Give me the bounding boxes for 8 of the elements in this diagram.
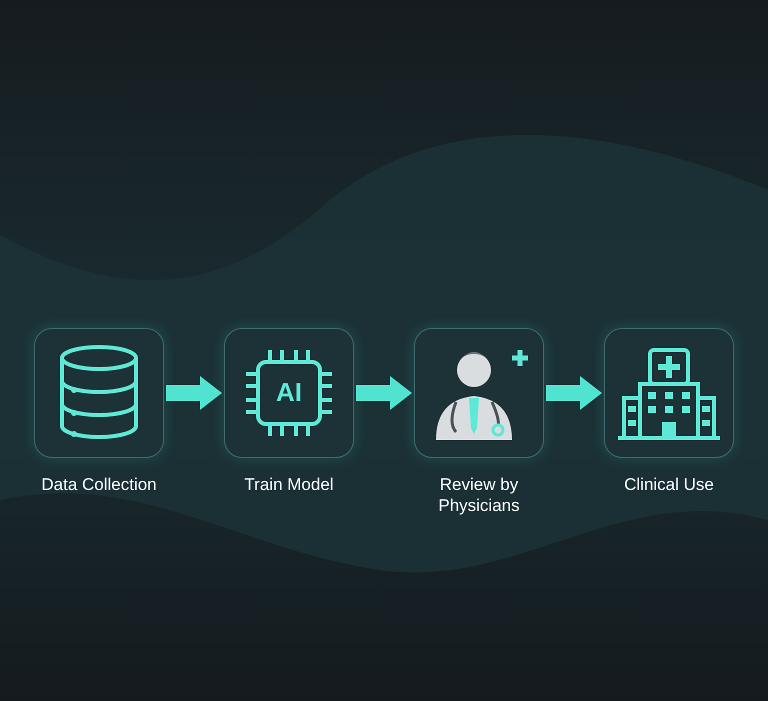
step-label: Clinical Use (623, 474, 715, 495)
arrow (166, 376, 222, 410)
chip-label: AI (275, 376, 303, 408)
step-label: Train Model (243, 474, 335, 495)
arrow (356, 376, 412, 410)
step-label: Data Collection (40, 474, 158, 495)
arrow (546, 376, 602, 410)
step-label: Review by Physicians (437, 474, 521, 516)
